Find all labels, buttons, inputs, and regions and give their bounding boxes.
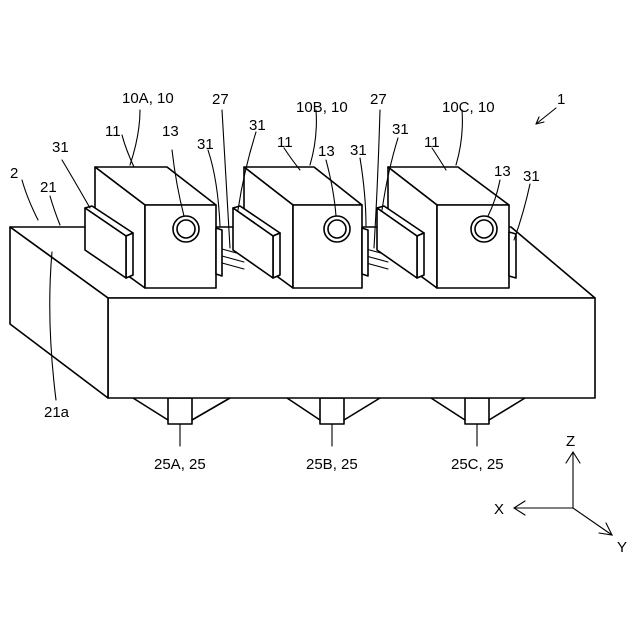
label-housing-b: 11 — [277, 134, 293, 151]
assembly-arrow-shaft — [536, 108, 556, 124]
leader-31-c-right — [514, 184, 530, 240]
leg-25b — [320, 398, 344, 424]
axis-indicator — [514, 452, 612, 535]
lens-inner — [475, 220, 493, 238]
label-leg-c: 25C, 25 — [451, 456, 504, 473]
label-side-part-3: 31 — [249, 117, 266, 134]
label-connector-a: 27 — [212, 91, 229, 108]
label-lens-a: 13 — [162, 123, 179, 140]
label-side-part-6: 31 — [523, 168, 540, 185]
side-block-front — [417, 233, 424, 278]
rear-tab — [216, 228, 222, 276]
label-base: 2 — [10, 165, 18, 182]
leader-10b — [310, 110, 316, 165]
label-axis-y: Y — [617, 539, 627, 556]
y-axis-line — [573, 508, 612, 535]
label-side-part-5: 31 — [392, 121, 409, 138]
lens-inner — [177, 220, 195, 238]
side-block-front — [273, 233, 280, 278]
side-block-front — [126, 233, 133, 278]
label-assembly: 1 — [557, 91, 565, 108]
label-lens-b: 13 — [318, 143, 335, 160]
label-axis-x: X — [494, 501, 504, 518]
leader-10c — [456, 110, 462, 165]
label-leg-b: 25B, 25 — [306, 456, 358, 473]
leg-25c — [465, 398, 489, 424]
leader-2 — [22, 180, 38, 220]
label-base-front: 21a — [44, 404, 70, 421]
lens-inner — [328, 220, 346, 238]
label-unit-c: 10C, 10 — [442, 99, 495, 116]
label-housing-c: 11 — [424, 134, 440, 151]
base-front-face — [108, 298, 595, 398]
rear-tab — [362, 228, 368, 276]
housing-front — [293, 205, 362, 288]
label-connector-b: 27 — [370, 91, 387, 108]
label-base-top: 21 — [40, 179, 57, 196]
assembly-arrow — [536, 108, 556, 124]
label-axis-z: Z — [566, 433, 575, 450]
leader-31-a-left — [62, 160, 90, 208]
label-side-part-4: 31 — [350, 142, 367, 159]
leader-21 — [50, 196, 60, 225]
label-side-part-2: 31 — [197, 136, 214, 153]
leader-11-a — [122, 135, 134, 167]
label-housing-a: 11 — [105, 123, 121, 140]
label-unit-a: 10A, 10 — [122, 90, 174, 107]
label-unit-b: 10B, 10 — [296, 99, 348, 116]
support-legs — [133, 398, 525, 424]
leg-25a — [168, 398, 192, 424]
leader-10a — [130, 110, 140, 165]
housing-front — [437, 205, 509, 288]
label-lens-c: 13 — [494, 163, 511, 180]
label-leg-a: 25A, 25 — [154, 456, 206, 473]
label-side-part-1: 31 — [52, 139, 69, 156]
